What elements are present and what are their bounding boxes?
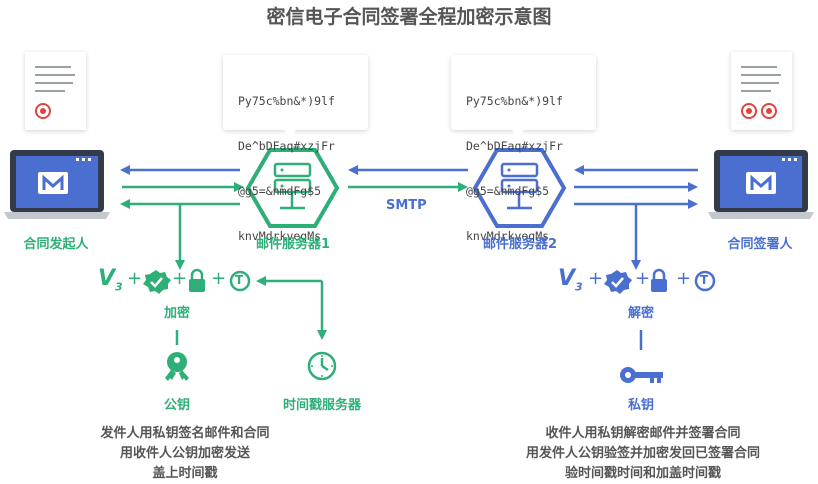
desc-line: 用收件人公钥加密发送	[119, 446, 250, 461]
decrypt-label: 解密	[627, 306, 654, 321]
cipher-line: Py75c%bn&*)9lf	[238, 94, 335, 108]
cipher-line: @g5=&nmdFg$5	[466, 184, 550, 198]
arrow-icon	[120, 165, 244, 209]
laptop-icon-sender	[4, 150, 110, 219]
document-icon-left	[25, 52, 86, 130]
formula-plus: +	[127, 268, 143, 289]
desc-left: 发件人用私钥签名邮件和合同 用收件人公钥加密发送 盖上时间戳	[40, 424, 330, 484]
cipher-line: knvMdrkvegMs	[466, 229, 550, 243]
diagram-title: 密信电子合同签署全程加密示意图	[266, 6, 552, 28]
formula-plus: +	[676, 268, 692, 289]
cipher-box-left	[223, 55, 368, 138]
server-icon-1	[245, 148, 340, 228]
document-icon-right	[731, 52, 792, 130]
timestamp-server-label: 时间戳服务器	[282, 398, 361, 413]
cipher-line: @g5=&nmdFg$5	[238, 184, 322, 198]
cipher-line: Py75c%bn&*)9lf	[466, 94, 563, 108]
cipher-line: De^bDFaq#xzjFr	[466, 139, 563, 153]
cipher-line: De^bDFaq#xzjFr	[238, 139, 335, 153]
desc-right: 收件人用私钥解密邮件并签署合同 用发件人公钥验签并加密发回已签署合同 验时间戳时…	[488, 424, 798, 484]
cipher-text-left: Py75c%bn&*)9lf De^bDFaq#xzjFr @g5=&nmdFg…	[238, 64, 335, 274]
formula-t: T	[700, 273, 709, 287]
server1-label: 邮件服务器1	[255, 237, 331, 252]
formula-v-sub: 3	[115, 280, 123, 294]
arrow-icon	[631, 204, 641, 270]
formula-v: V3	[98, 266, 123, 293]
verified-badge-icon	[604, 270, 632, 294]
desc-line: 收件人用私钥解密邮件并签署合同	[545, 426, 741, 441]
formula-v: V3	[558, 266, 583, 293]
desc-line: 验时间戳时间和加盖时间戳	[564, 466, 721, 481]
private-key-label: 私钥	[627, 398, 654, 413]
lock-icon	[651, 268, 667, 292]
seal-icon	[35, 103, 51, 119]
cipher-line: knvMdrkvegMs	[238, 229, 322, 243]
formula-plus: +	[588, 268, 604, 289]
smtp-label: SMTP	[386, 198, 427, 213]
lock-icon	[189, 268, 205, 292]
signer-label: 合同签署人	[727, 237, 793, 252]
cipher-box-right	[451, 55, 596, 138]
timestamp-icon	[229, 270, 251, 292]
private-key-icon	[620, 367, 663, 383]
formula-plus: +	[211, 268, 227, 289]
arrow-icon	[574, 165, 698, 209]
server2-label: 邮件服务器2	[482, 237, 558, 252]
arrow-icon	[348, 165, 468, 192]
seal-icon	[741, 103, 777, 119]
formula-t: T	[235, 273, 244, 287]
formula-v-letter: V	[98, 266, 116, 291]
timestamp-icon	[694, 270, 716, 292]
server-icon-2	[472, 148, 567, 228]
formula-v-letter: V	[558, 266, 576, 291]
formula-plus: +	[172, 268, 188, 289]
laptop-icon-signer	[708, 150, 814, 219]
verified-badge-icon	[143, 270, 171, 294]
formula-plus: +	[635, 268, 651, 289]
arrow-icon	[175, 204, 327, 340]
desc-line: 发件人用私钥签名邮件和合同	[100, 426, 270, 441]
cipher-text-right: Py75c%bn&*)9lf De^bDFaq#xzjFr @g5=&nmdFg…	[466, 64, 563, 274]
desc-line: 盖上时间戳	[152, 466, 218, 481]
formula-v-sub: 3	[575, 280, 583, 294]
sender-label: 合同发起人	[23, 237, 89, 252]
public-key-label: 公钥	[163, 398, 190, 413]
desc-line: 用发件人公钥验签并加密发回已签署合同	[525, 446, 760, 461]
public-key-icon	[165, 352, 189, 381]
encrypt-label: 加密	[163, 306, 190, 321]
clock-icon	[307, 351, 337, 381]
